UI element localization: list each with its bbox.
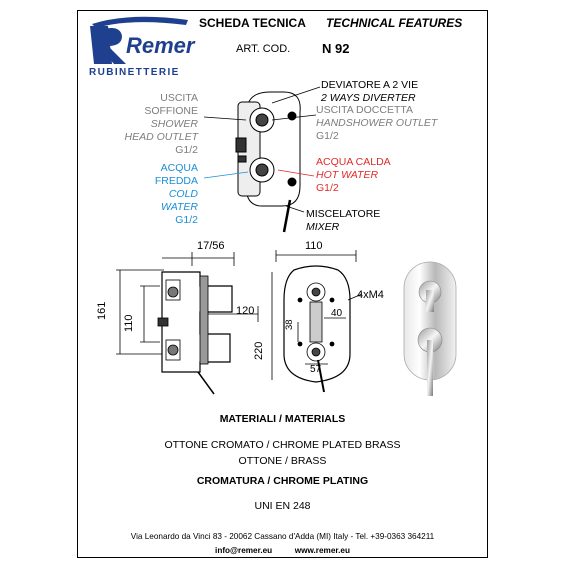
callout-line: G1/2 [316,130,339,142]
callout-cold-water: ACQUA FREDDA COLD WATER G1/2 [118,162,198,227]
callout-line: HOT WATER [316,169,379,181]
plating-heading: CROMATURA / CHROME PLATING [196,475,369,487]
dim-38: 38 [284,319,295,330]
dim-40: 40 [331,308,343,319]
callout-line: SOFFIONE [144,105,198,117]
dim-57: 57 [310,364,322,375]
callout-line: USCITA [160,92,198,104]
callout-shower-outlet: USCITA SOFFIONE SHOWER HEAD OUTLET G1/2 [118,92,198,157]
standard-code: UNI EN 248 [254,500,311,512]
callout-line: G1/2 [316,182,339,194]
title-english: TECHNICAL FEATURES [326,16,463,30]
callout-line: ACQUA CALDA [316,156,391,168]
dim-height-inner: 110 [123,314,135,332]
front-plate-drawing [271,250,363,393]
callout-line: MIXER [306,221,340,233]
callout-line: G1/2 [175,144,198,156]
materials-heading: MATERIALI / MATERIALS [219,413,346,425]
callout-line: WATER [161,201,198,213]
footer-email[interactable]: info@remer.eu [215,546,273,555]
callout-line: FREDDA [154,175,198,187]
callout-line: DEVIATORE A 2 VIE [321,79,419,91]
callout-line: SHOWER [150,118,198,130]
art-code-value: N 92 [322,41,350,56]
callout-line: HEAD OUTLET [124,131,198,143]
mixer-front-drawing [235,91,301,233]
footer-address: Via Leonardo da Vinci 83 - 20062 Cassano… [130,532,435,541]
callout-handshower-outlet: USCITA DOCCETTA HANDSHOWER OUTLET G1/2 [316,104,437,143]
footer-website[interactable]: www.remer.eu [294,546,350,555]
product-photo [403,261,457,396]
callout-diverter: DEVIATORE A 2 VIE 2 WAYS DIVERTER [321,79,418,105]
callout-hot-water: ACQUA CALDA HOT WATER G1/2 [316,156,391,195]
logo-subtitle: RUBINETTERIE [89,67,180,78]
materials-line-2: OTTONE / BRASS [238,455,327,467]
dim-plate-height: 220 [253,341,265,360]
dim-width: 110 [305,240,323,252]
callout-line: COLD [168,188,198,200]
dim-projection: 120 [236,305,255,317]
dim-top-depth: 17/56 [197,240,225,252]
callout-leaders [203,86,321,213]
logo-wordmark: Remer [126,33,196,58]
callout-line: USCITA DOCCETTA [316,104,414,116]
footer-contacts: info@remer.eu www.remer.eu [77,546,488,555]
sheet-frame [77,10,488,558]
remer-logo-icon: Remer [90,16,196,64]
art-code-label: ART. COD. [236,43,291,55]
materials-line-1: OTTONE CROMATO / CHROME PLATED BRASS [164,439,401,451]
callout-line: 2 WAYS DIVERTER [321,92,416,104]
side-view-drawing [116,252,259,395]
callout-line: HANDSHOWER OUTLET [316,117,438,129]
callout-line: ACQUA [160,162,198,174]
dim-screws: 4xM4 [357,289,384,301]
callout-mixer: MISCELATORE MIXER [306,208,380,234]
callout-line: MISCELATORE [306,208,381,220]
title-italian: SCHEDA TECNICA [199,16,306,30]
callout-line: G1/2 [175,214,198,226]
dim-height-total: 161 [96,301,108,320]
